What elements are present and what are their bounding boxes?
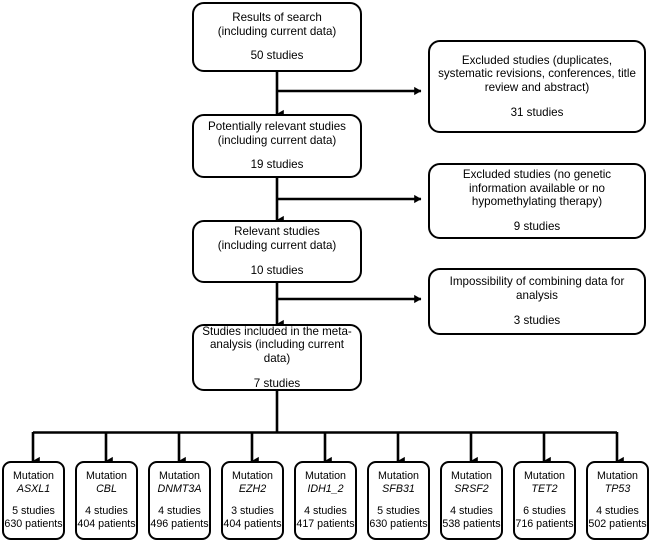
mutation-patients: 716 patients xyxy=(515,517,574,530)
node-mutation-tp53: Mutation TP53 4 studies 502 patients xyxy=(586,461,649,540)
node-count: 50 studies xyxy=(250,49,304,63)
mutation-gene: CBL xyxy=(96,483,117,496)
mutation-label: Mutation xyxy=(159,470,200,483)
node-count: 3 studies xyxy=(513,313,561,327)
mutation-label: Mutation xyxy=(305,470,346,483)
mutation-studies: 4 studies xyxy=(596,504,639,517)
mutation-gene: SRSF2 xyxy=(454,483,489,496)
mutation-patients: 630 patients xyxy=(369,517,428,530)
node-title: Excluded studies (no genetic information… xyxy=(462,168,612,209)
mutation-patients: 630 patients xyxy=(4,517,63,530)
mutation-patients: 496 patients xyxy=(150,517,209,530)
mutation-patients: 417 patients xyxy=(296,517,355,530)
mutation-patients: 404 patients xyxy=(77,517,136,530)
node-count: 31 studies xyxy=(510,105,564,119)
node-mutation-cbl: Mutation CBL 4 studies 404 patients xyxy=(75,461,138,540)
mutation-studies: 4 studies xyxy=(158,504,201,517)
mutation-studies: 5 studies xyxy=(377,504,420,517)
node-title: Studies included in the meta- analysis (… xyxy=(202,324,352,365)
mutation-studies: 6 studies xyxy=(523,504,566,517)
node-mutation-srsf2: Mutation SRSF2 4 studies 538 patients xyxy=(440,461,503,540)
mutation-stats: 4 studies 496 patients xyxy=(150,505,208,531)
node-relevant-studies: Relevant studies (including current data… xyxy=(192,220,362,283)
mutation-studies: 3 studies xyxy=(231,504,274,517)
mutation-gene: SFB31 xyxy=(382,483,415,496)
mutation-gene: DNMT3A xyxy=(157,483,202,496)
node-count: 7 studies xyxy=(253,376,301,390)
mutation-patients: 502 patients xyxy=(588,517,647,530)
mutation-studies: 4 studies xyxy=(450,504,493,517)
node-mutation-sfb31: Mutation SFB31 5 studies 630 patients xyxy=(367,461,430,540)
node-title: Relevant studies (including current data… xyxy=(217,225,337,253)
mutation-label: Mutation xyxy=(378,470,419,483)
mutation-stats: 4 studies 417 patients xyxy=(296,505,354,531)
mutation-patients: 404 patients xyxy=(223,517,282,530)
node-mutation-asxl1: Mutation ASXL1 5 studies 630 patients xyxy=(2,461,65,540)
mutation-studies: 5 studies xyxy=(12,504,55,517)
node-mutation-tet2: Mutation TET2 6 studies 716 patients xyxy=(513,461,576,540)
mutation-gene: IDH1_2 xyxy=(307,483,344,496)
mutation-stats: 6 studies 716 patients xyxy=(515,505,573,531)
node-count: 19 studies xyxy=(250,158,304,172)
mutation-studies: 4 studies xyxy=(304,504,347,517)
mutation-studies: 4 studies xyxy=(85,504,128,517)
node-mutation-ezh2: Mutation EZH2 3 studies 404 patients xyxy=(221,461,284,540)
node-title: Impossibility of combining data for anal… xyxy=(449,275,625,303)
node-title: Excluded studies (duplicates, systematic… xyxy=(438,53,636,94)
mutation-stats: 5 studies 630 patients xyxy=(4,505,62,531)
node-count: 9 studies xyxy=(513,220,561,234)
node-title: Potentially relevant studies (including … xyxy=(208,119,346,147)
mutation-stats: 4 studies 502 patients xyxy=(588,505,646,531)
node-excluded-no-genetic-information: Excluded studies (no genetic information… xyxy=(428,163,646,239)
mutation-label: Mutation xyxy=(232,470,273,483)
mutation-patients: 538 patients xyxy=(442,517,501,530)
mutation-label: Mutation xyxy=(86,470,127,483)
mutation-gene: TP53 xyxy=(604,483,631,496)
mutation-stats: 5 studies 630 patients xyxy=(369,505,427,531)
node-title: Results of search (including current dat… xyxy=(217,10,337,38)
mutation-stats: 3 studies 404 patients xyxy=(223,505,281,531)
mutation-label: Mutation xyxy=(451,470,492,483)
node-count: 10 studies xyxy=(250,263,304,277)
node-excluded-duplicates: Excluded studies (duplicates, systematic… xyxy=(428,40,646,133)
mutation-label: Mutation xyxy=(597,470,638,483)
mutation-gene: TET2 xyxy=(531,483,558,496)
mutation-gene: ASXL1 xyxy=(16,483,51,496)
mutation-gene: EZH2 xyxy=(238,483,267,496)
node-mutation-idh1-2: Mutation IDH1_2 4 studies 417 patients xyxy=(294,461,357,540)
mutation-label: Mutation xyxy=(524,470,565,483)
node-studies-included-in-meta-analysis: Studies included in the meta- analysis (… xyxy=(192,324,362,391)
node-mutation-dnmt3a: Mutation DNMT3A 4 studies 496 patients xyxy=(148,461,211,540)
mutation-stats: 4 studies 538 patients xyxy=(442,505,500,531)
node-impossibility-of-combining-data: Impossibility of combining data for anal… xyxy=(428,268,646,335)
node-results-of-search: Results of search (including current dat… xyxy=(192,2,362,72)
node-potentially-relevant-studies: Potentially relevant studies (including … xyxy=(192,114,362,178)
mutation-label: Mutation xyxy=(13,470,54,483)
mutation-stats: 4 studies 404 patients xyxy=(77,505,135,531)
